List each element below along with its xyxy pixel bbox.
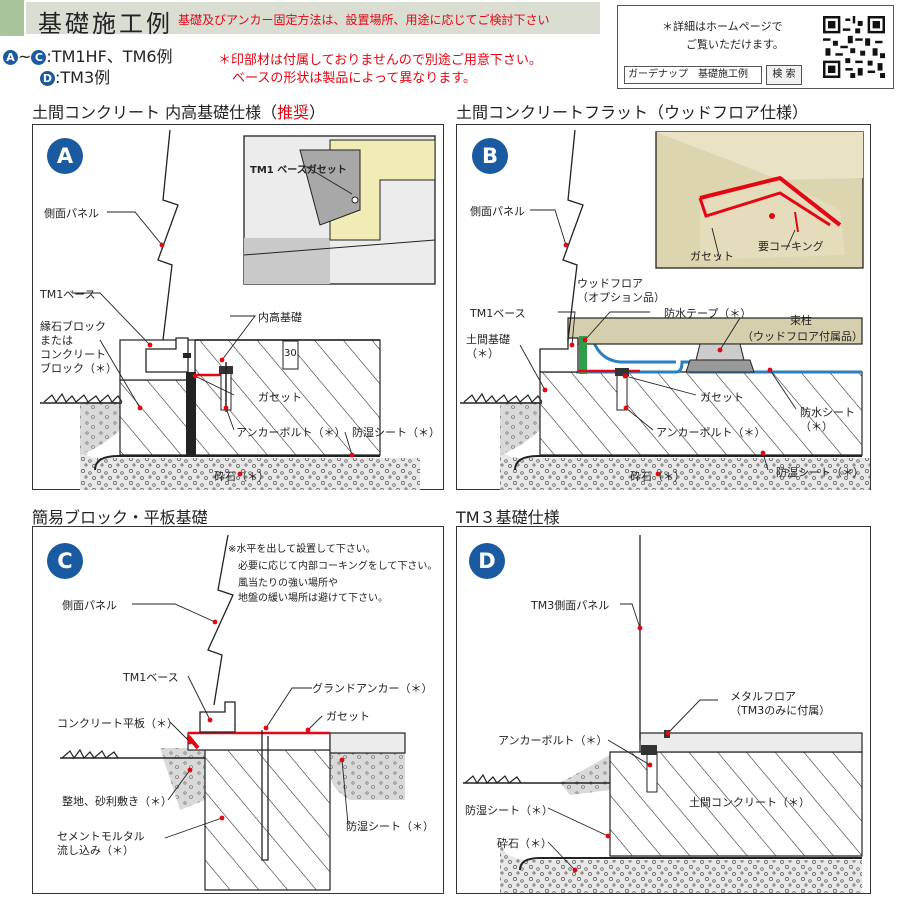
c-moisture-sheet-label: 防湿シート（＊） bbox=[346, 820, 434, 833]
circle-letter-d: D bbox=[40, 71, 55, 86]
a-inset-gusset-label: TM1 ベースガセット bbox=[250, 165, 347, 176]
search-button[interactable]: 検 索 bbox=[766, 65, 802, 85]
section-a-title: 土間コンクリート 内高基礎仕様（推奨） bbox=[32, 103, 326, 122]
section-c-title: 簡易ブロック・平板基礎 bbox=[32, 508, 208, 527]
models-d: D:TM3例 bbox=[40, 64, 110, 88]
qr-code-icon[interactable] bbox=[823, 16, 885, 78]
c-note-3: 風当たりの強い場所や bbox=[238, 578, 338, 589]
d-moisture-sheet-label: 防湿シート（＊） bbox=[465, 804, 553, 817]
b-floor-post-label: 束柱 bbox=[790, 314, 812, 327]
c-side-panel-label: 側面パネル bbox=[62, 599, 117, 612]
print-note-1: ＊印部材は付属しておりませんので別途ご用意下さい。 bbox=[218, 53, 542, 68]
b-wood-floor-label: ウッドフロア （オプション品） bbox=[577, 277, 665, 304]
a-anchor-bolt-label: アンカーボルト（＊） bbox=[236, 426, 346, 439]
d-metal-floor-label: メタルフロア （TM3のみに付属） bbox=[730, 690, 831, 717]
info-line-1: ＊詳細はホームページで bbox=[662, 20, 783, 33]
badge-d: D bbox=[469, 543, 505, 579]
a-inner-foundation-label: 内高基礎 bbox=[258, 311, 302, 324]
b-inset-caulk-label: 要コーキング bbox=[758, 240, 824, 253]
c-leveling-label: 整地、砂利敷き（＊） bbox=[62, 795, 172, 808]
d-anchor-bolt-label: アンカーボルト（＊） bbox=[498, 734, 608, 747]
b-concrete-foundation-label: 土間基礎 （＊） bbox=[466, 333, 510, 360]
recommended-highlight: 推奨 bbox=[277, 103, 310, 122]
page-title: 基礎施工例 bbox=[38, 10, 173, 38]
b-anchor-bolt-label: アンカーボルト（＊） bbox=[656, 426, 766, 439]
panel-c bbox=[32, 526, 444, 894]
diagram-d bbox=[463, 535, 863, 893]
b-waterproof-sheet-label: 防水シート （＊） bbox=[800, 406, 855, 433]
a-dimension-value: 30 bbox=[284, 348, 297, 359]
section-b-title: 土間コンクリートフラット（ウッドフロア仕様） bbox=[456, 103, 809, 122]
info-line-2: ご覧いただけます。 bbox=[686, 38, 784, 51]
c-ground-anchor-label: グランドアンカー（＊） bbox=[312, 682, 433, 695]
website-info-box: ＊詳細はホームページで ご覧いただけます。 ガーデナップ 基礎施工例 検 索 bbox=[617, 5, 894, 89]
section-d-title: TM３基礎仕様 bbox=[456, 508, 560, 527]
models-d-text: :TM3例 bbox=[55, 68, 111, 87]
a-curb-block-label: 縁石ブロック または コンクリート ブロック（＊） bbox=[40, 320, 117, 375]
diagram-a bbox=[40, 129, 436, 490]
a-side-panel-label: 側面パネル bbox=[44, 207, 99, 220]
a-gusset-label: ガセット bbox=[258, 391, 302, 404]
b-moisture-sheet-label: 防湿シート（＊） bbox=[776, 466, 864, 479]
c-concrete-slab-label: コンクリート平板（＊） bbox=[57, 717, 178, 730]
panel-d bbox=[456, 526, 871, 894]
b-floor-post-note: （ウッドフロア付属品） bbox=[742, 330, 863, 343]
circle-letter-a: A bbox=[3, 50, 18, 65]
circle-letter-c: C bbox=[31, 50, 47, 65]
b-side-panel-label: 側面パネル bbox=[470, 205, 525, 218]
header-accent-block bbox=[0, 0, 24, 36]
d-concrete-label: 土間コンクリート（＊） bbox=[689, 796, 810, 809]
c-tm1-base-label: TM1ベース bbox=[123, 671, 179, 684]
search-text-box[interactable]: ガーデナップ 基礎施工例 bbox=[624, 66, 762, 84]
c-note-1: ※水平を出して設置して下さい。 bbox=[228, 544, 376, 555]
print-note-2: ベースの形状は製品によって異なります。 bbox=[232, 71, 477, 86]
b-gravel-label: 砕石（＊） bbox=[630, 470, 685, 483]
title-note: 基礎及びアンカー固定方法は、設置場所、用途に応じてご検討下さい bbox=[178, 13, 550, 27]
c-mortar-label: セメントモルタル 流し込み（＊） bbox=[57, 830, 145, 857]
models-sep: ~ bbox=[18, 47, 32, 66]
b-tm1-base-label: TM1ベース bbox=[470, 307, 526, 320]
a-moisture-sheet-label: 防湿シート（＊） bbox=[352, 426, 440, 439]
models-ac: A~C:TM1HF、TM6例 bbox=[3, 43, 173, 67]
b-inset-gusset-label: ガセット bbox=[690, 250, 734, 263]
c-note-2: 必要に応じて内部コーキングをして下さい。 bbox=[238, 561, 438, 572]
models-ac-text: :TM1HF、TM6例 bbox=[46, 47, 173, 66]
d-tm3-side-panel-label: TM3側面パネル bbox=[531, 599, 610, 612]
badge-b: B bbox=[472, 138, 508, 174]
b-waterproof-tape-label: 防水テープ（＊） bbox=[664, 307, 752, 320]
a-gravel-label: 砕石（＊） bbox=[214, 470, 269, 483]
d-gravel-label: 砕石（＊） bbox=[497, 837, 552, 850]
a-tm1-base-label: TM1ベース bbox=[40, 288, 96, 301]
badge-c: C bbox=[47, 543, 83, 579]
c-gusset-label: ガセット bbox=[326, 710, 370, 723]
header-bar bbox=[26, 2, 600, 34]
c-note-4: 地盤の緩い場所は避けて下さい。 bbox=[238, 593, 388, 604]
b-gusset-label: ガセット bbox=[700, 391, 744, 404]
diagram-c bbox=[60, 534, 406, 891]
badge-a: A bbox=[47, 138, 83, 174]
diagram-b bbox=[460, 129, 870, 490]
